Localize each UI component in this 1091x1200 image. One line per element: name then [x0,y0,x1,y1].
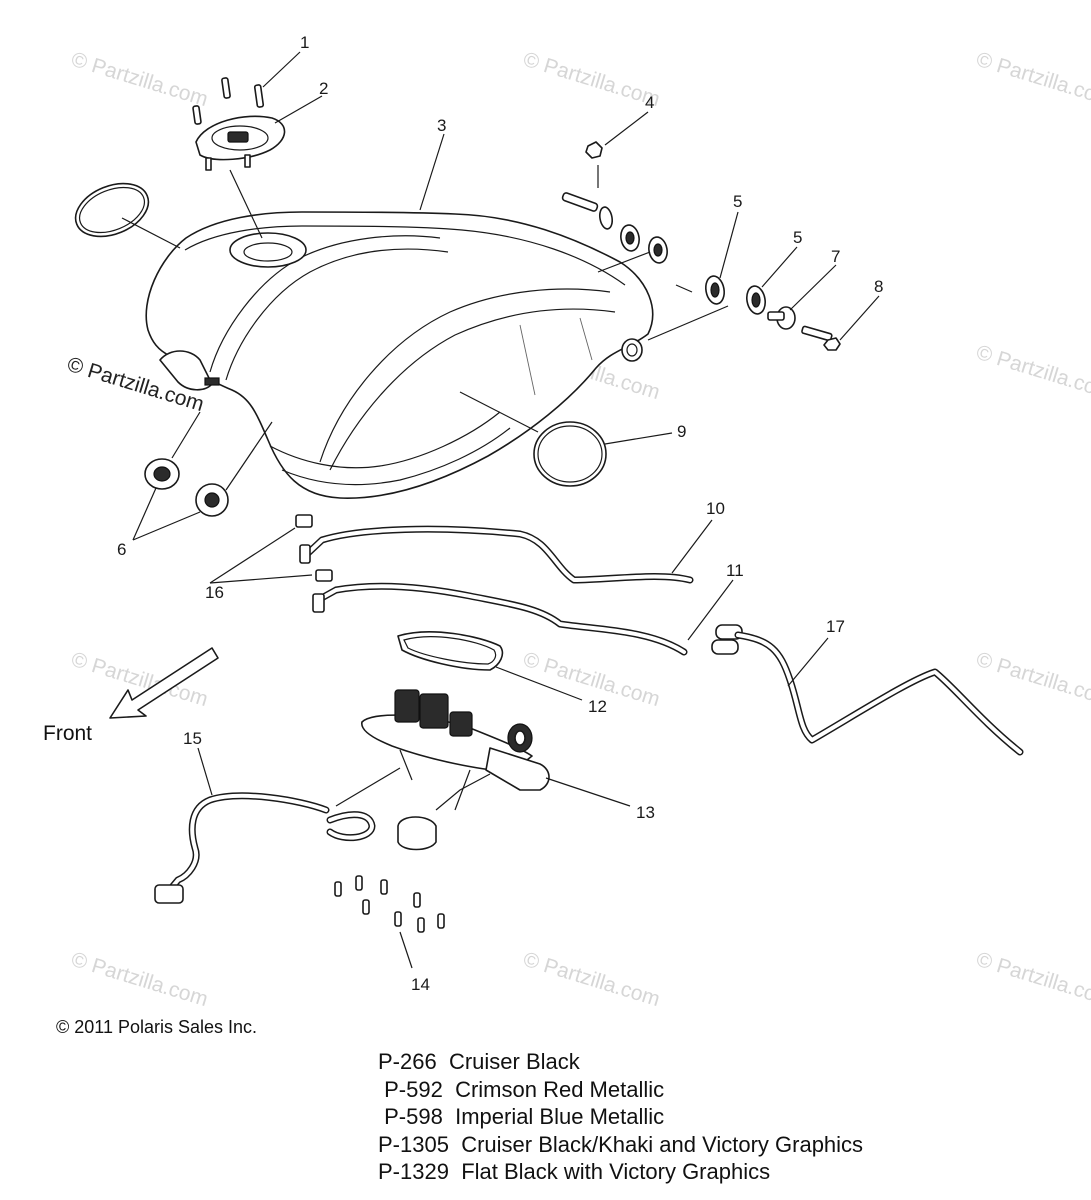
paint-description: Flat Black with Victory Graphics [461,1159,771,1184]
paint-code-row: P-1329 Flat Black with Victory Graphics [378,1158,863,1186]
paint-description: Cruiser Black/Khaki and Victory Graphics [461,1131,864,1157]
callout-14: 14 [411,975,430,994]
callout-12: 12 [588,697,607,716]
callout-6: 6 [117,540,126,559]
paint-description: Imperial Blue Metallic [455,1104,665,1129]
callout-17: 17 [826,617,845,636]
part-4-bolt [561,111,668,273]
part-gasket-ring [74,182,181,249]
paint-code: P-598 [384,1104,443,1129]
part-3-fuel-tank [145,133,654,499]
part-8-bolt [801,295,880,351]
paint-code-row: P-1305 Cruiser Black/Khaki and Victory G… [378,1131,863,1159]
callout-16: 16 [205,583,224,602]
paint-codes-list: P-266 Cruiser Black P-592 Crimson Red Me… [378,1048,863,1186]
copyright-notice: © 2011 Polaris Sales Inc. [56,1017,258,1037]
callout-5b: 5 [793,228,802,247]
watermark: © Partzilla.com [974,648,1091,711]
watermarks: © Partzilla.com © Partzilla.com © Partzi… [65,48,1091,1011]
part-9-seal-ring [459,391,673,487]
callout-1: 1 [300,33,309,52]
paint-code: P-1305 [378,1131,449,1157]
callout-2: 2 [319,79,328,98]
part-16-fittings [209,514,333,613]
callout-5a: 5 [733,192,742,211]
callout-10: 10 [706,499,725,518]
watermark: © Partzilla.com [974,341,1091,404]
part-11-fuel-line [314,579,734,656]
part-6-bumpers [132,411,273,541]
part-15-hose [154,747,401,904]
callout-11: 11 [726,561,744,580]
callout-9: 9 [677,422,686,441]
paint-code: P-1329 [378,1159,449,1184]
part-14-screws [334,875,445,969]
watermark: © Partzilla.com [974,48,1091,111]
paint-description: Cruiser Black [448,1049,580,1074]
paint-code-row: P-598 Imperial Blue Metallic [378,1103,863,1131]
paint-description: Crimson Red Metallic [455,1076,665,1102]
part-2-cap-plate [195,95,323,171]
part-5-grommets [647,211,798,341]
part-17-vent-line [711,624,1024,756]
part-10-fuel-line [302,519,713,584]
part-7-spacer [767,264,837,330]
callout-4: 4 [645,93,654,112]
watermark: © Partzilla.com [521,948,663,1011]
front-arrow [109,647,219,719]
callout-13: 13 [636,803,655,822]
callout-15: 15 [183,729,202,748]
part-12-gasket [397,631,583,701]
front-label: Front [43,722,93,745]
paint-code-row: P-266 Cruiser Black [378,1048,863,1076]
watermark: © Partzilla.com [521,48,663,111]
part-13-fuel-pump [361,689,631,851]
watermark: © Partzilla.com [69,48,211,111]
callout-labels: 1 2 3 4 5 5 6 7 8 9 10 11 12 13 14 15 16… [117,33,883,994]
paint-code: P-592 [384,1076,443,1102]
callout-3: 3 [437,116,446,135]
callout-8: 8 [874,277,883,296]
callout-7: 7 [831,247,840,266]
watermark: © Partzilla.com [974,948,1091,1011]
watermark: © Partzilla.com [69,948,211,1011]
paint-code: P-266 [378,1049,437,1074]
part-1-screws [192,51,301,125]
paint-code-row: P-592 Crimson Red Metallic [378,1076,863,1104]
